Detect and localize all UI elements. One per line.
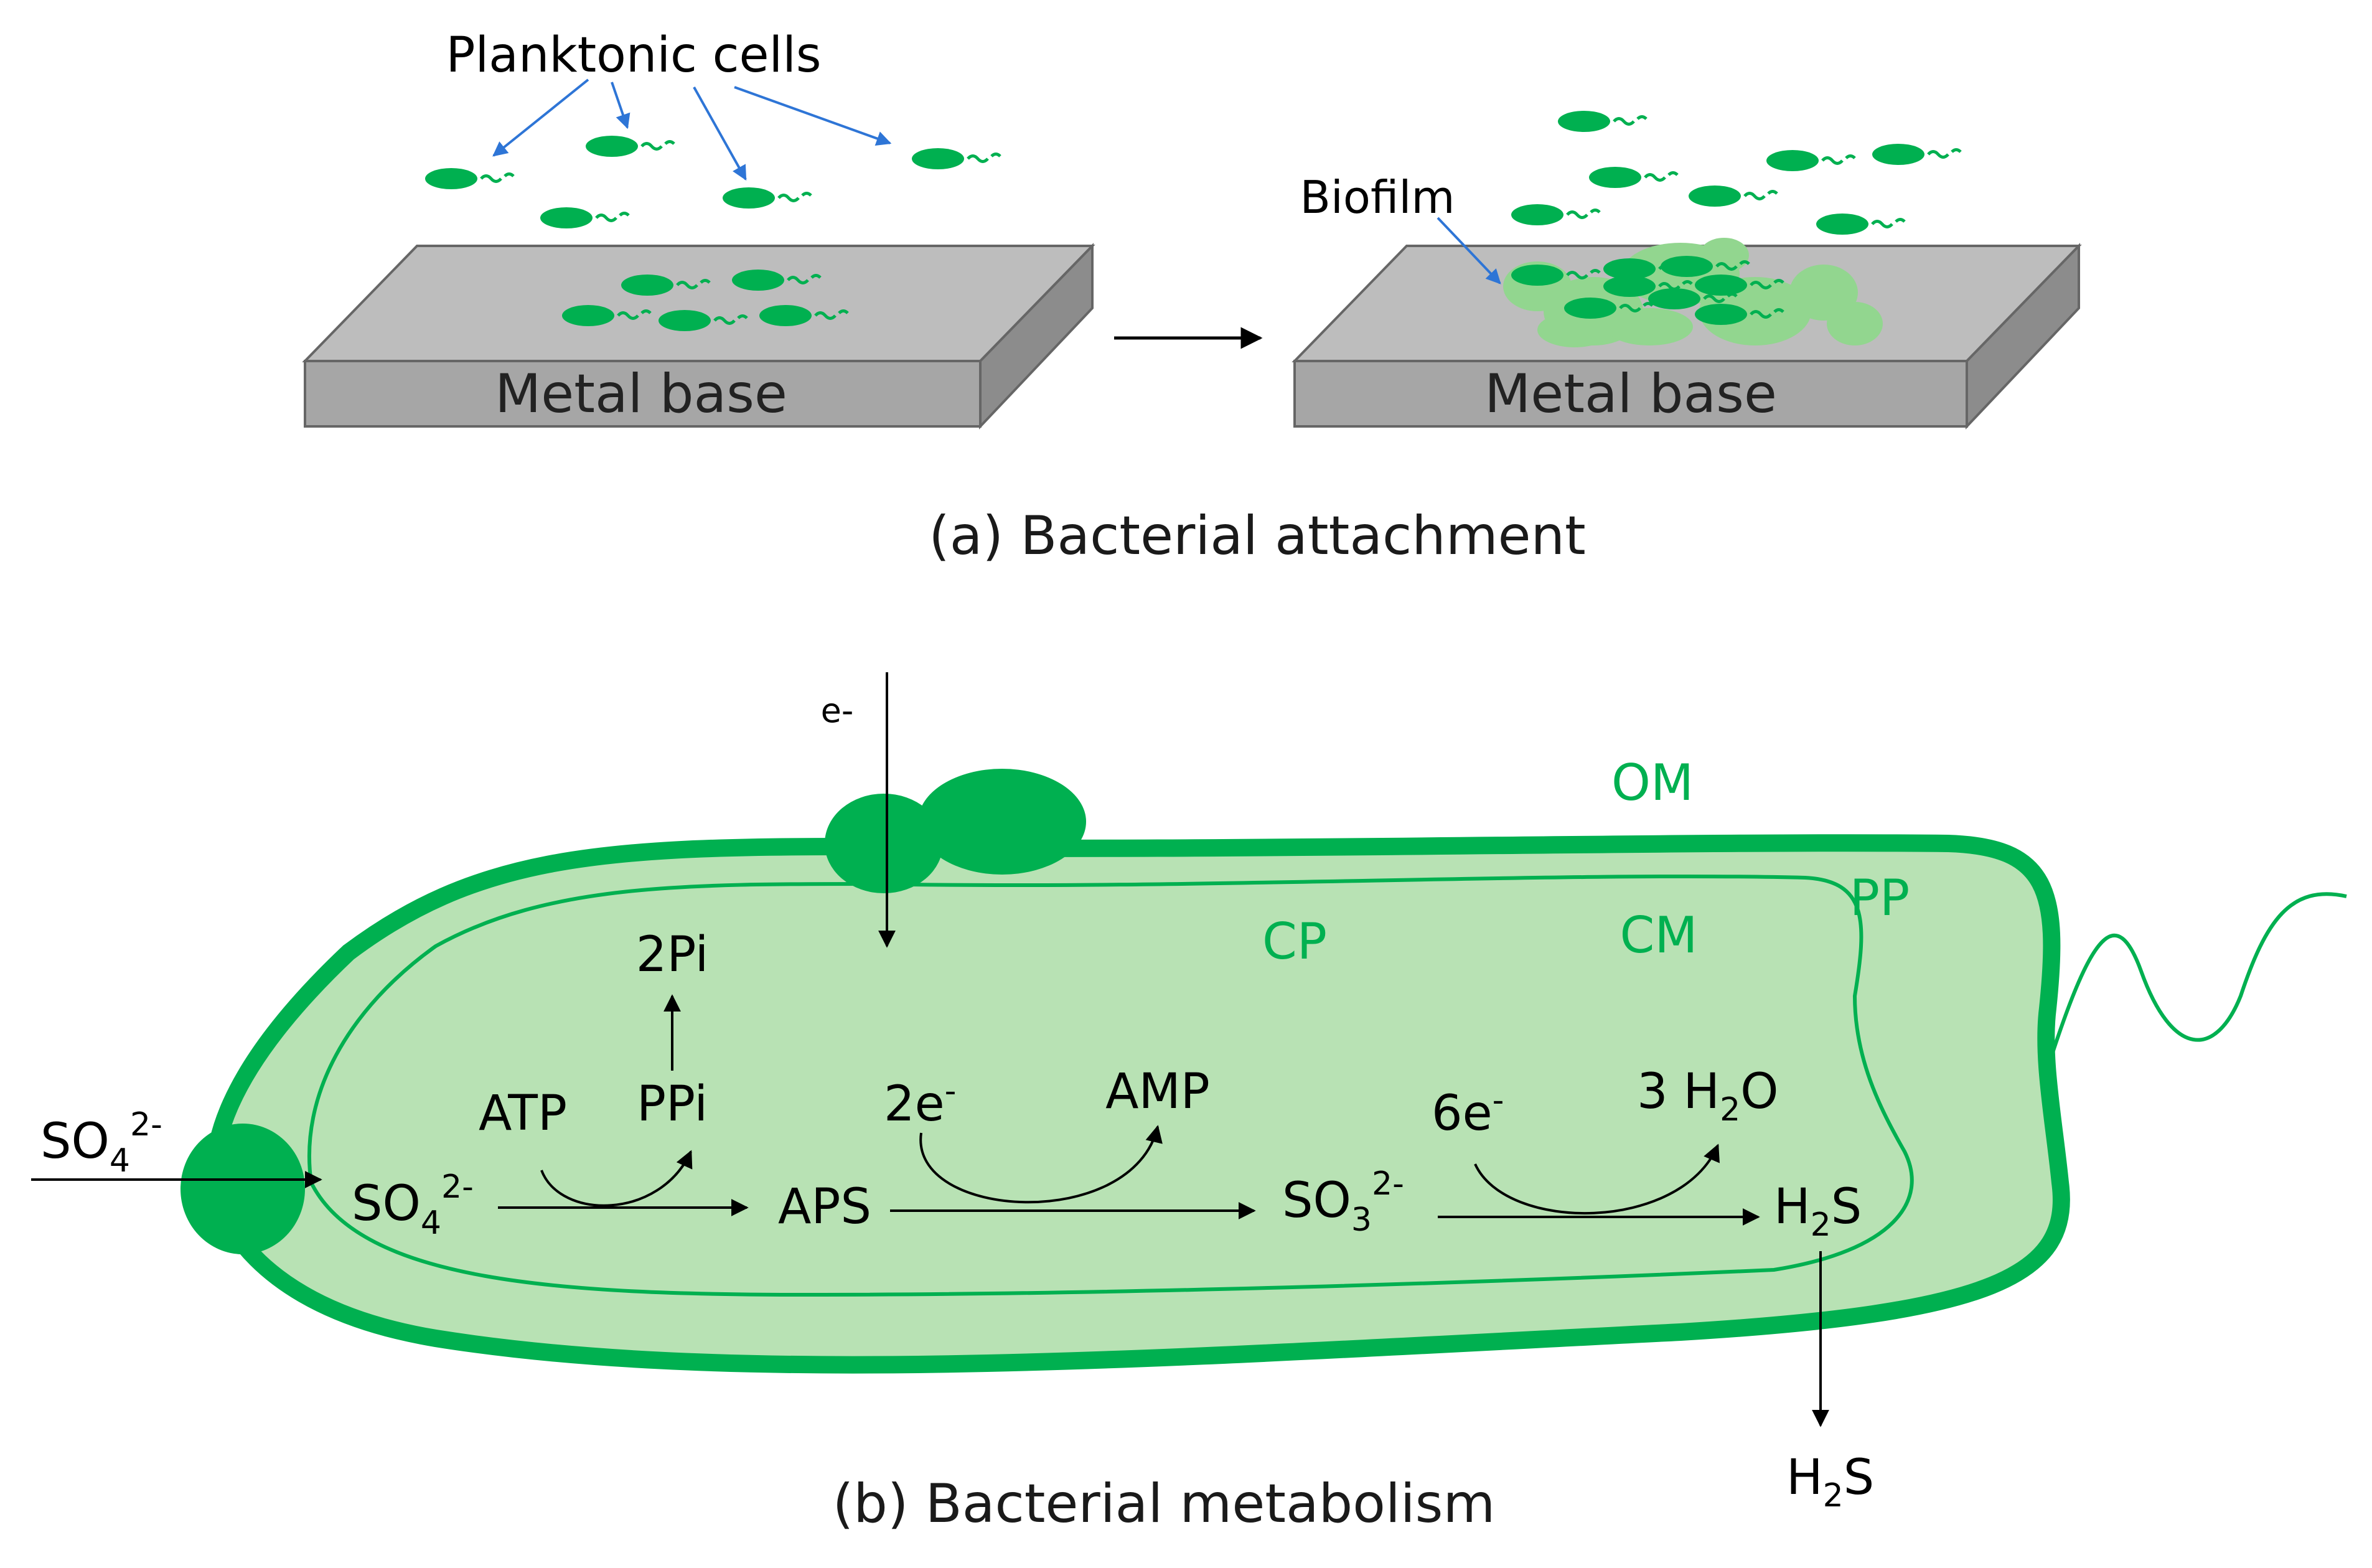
planktonic-cell [723, 187, 811, 209]
sulfate-external: SO42- [40, 1106, 162, 1180]
panel-b: OM PP CP CM e- SO42- SO42- ATP PPi 2Pi A… [31, 672, 2347, 1535]
biofilm-pointer [1437, 217, 1501, 284]
pp-label: PP [1850, 869, 1910, 927]
water-label: 3 H2O [1637, 1064, 1779, 1129]
two-electrons-label: 2e- [884, 1073, 956, 1132]
sulfate-transporter [180, 1124, 305, 1254]
metal-base-left-label: Metal base [495, 363, 787, 425]
planktonic-cells-label: Planktonic cells [446, 27, 821, 83]
atp-label: ATP [479, 1086, 567, 1142]
electrons-to-water-arrow [1474, 1143, 1720, 1215]
six-electrons-label: 6e- [1432, 1082, 1504, 1142]
amp-label: AMP [1105, 1064, 1210, 1120]
cm-label: CM [1620, 906, 1698, 964]
flagellum [2049, 892, 2347, 1059]
caption-b: (b) Bacterial metabolism [833, 1473, 1496, 1535]
sulfate-internal: SO42- [352, 1168, 474, 1242]
outer-membrane [205, 834, 2070, 1374]
pi2-label: 2Pi [636, 927, 709, 983]
planktonic-cell [425, 168, 513, 189]
cp-label: CP [1262, 913, 1327, 970]
h2s-external: H2S [1786, 1450, 1874, 1514]
membrane-protein-left [825, 794, 943, 893]
planktonic-pointers [492, 78, 892, 181]
h2s-internal: H2S [1774, 1179, 1862, 1244]
metal-base-left: Metal base [302, 243, 1095, 430]
aps-label: APS [778, 1179, 871, 1235]
atp-to-ppi-arrow [540, 1150, 693, 1207]
ppi-label: PPi [637, 1076, 708, 1132]
planktonic-cell [586, 136, 674, 157]
metal-base-right-label: Metal base [1484, 363, 1777, 425]
cytoplasmic-membrane [307, 874, 1914, 1297]
panel-a: Metal base Metal base Planktonic cells [302, 27, 2082, 567]
planktonic-cells [425, 136, 1000, 228]
om-label: OM [1611, 754, 1694, 812]
planktonic-cells-right [1511, 111, 1961, 235]
membrane-protein-right [918, 769, 1086, 875]
sulfite-label: SO32- [1282, 1165, 1404, 1239]
planktonic-cell [540, 207, 629, 228]
electrons-to-amp-arrow [919, 1125, 1163, 1204]
biofilm-label: Biofilm [1300, 171, 1455, 223]
electron-input-label: e- [821, 691, 854, 730]
caption-a: (a) Bacterial attachment [929, 505, 1585, 567]
planktonic-cell [912, 148, 1000, 169]
